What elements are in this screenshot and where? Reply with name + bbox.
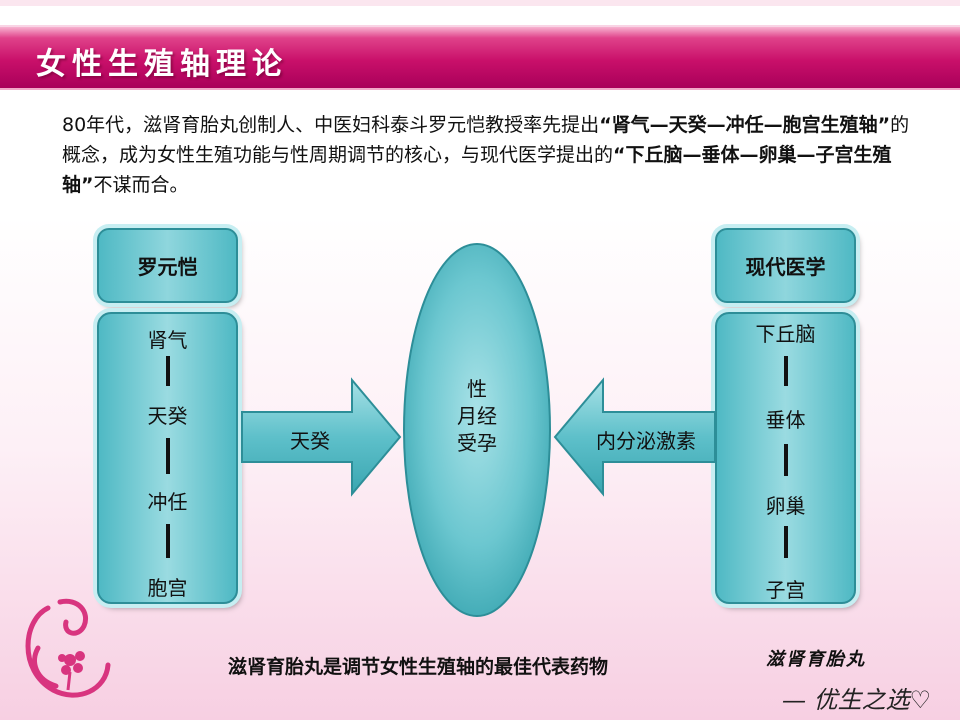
left-item-uterus: 胞宫 <box>147 576 188 600</box>
brand-slogan: — 优生之选♡ <box>782 686 932 714</box>
right-axis-column: 下丘脑 垂体 卵巢 子宫 <box>715 312 856 604</box>
right-arrow-label: 内分泌激素 <box>596 429 696 453</box>
left-connector-3 <box>165 524 170 558</box>
page-title: 女性生殖轴理论 <box>36 47 288 82</box>
right-item-hypothalamus: 下丘脑 <box>755 322 816 346</box>
center-labels: 性 月经 受孕 <box>420 376 534 457</box>
left-item-tiangui: 天癸 <box>147 404 188 428</box>
brand-name: 滋肾育胎丸 <box>766 649 866 670</box>
right-header-box: 现代医学 <box>715 228 856 303</box>
right-item-ovary: 卵巢 <box>765 494 806 518</box>
left-item-kidney-qi: 肾气 <box>147 328 188 352</box>
center-label-sex: 性 <box>467 377 487 401</box>
left-header-label: 罗元恺 <box>137 255 198 279</box>
right-connector-1 <box>783 356 788 386</box>
intro-part-2: 的概念，成为女性生殖功能与性周期调节的核心，与现代医学提出的 <box>62 114 910 166</box>
title-banner: 女性生殖轴理论 <box>0 25 960 90</box>
center-label-menstruation: 月经 <box>457 404 497 428</box>
left-connector-1 <box>165 356 170 386</box>
left-header-box: 罗元恺 <box>97 228 238 303</box>
left-connector-2 <box>165 438 170 474</box>
center-label-conception: 受孕 <box>457 431 497 455</box>
intro-part-3: 不谋而合。 <box>93 174 189 196</box>
left-item-chongren: 冲任 <box>147 490 188 514</box>
intro-paragraph: 80年代，滋肾育胎丸创制人、中医妇科泰斗罗元恺教授率先提出“肾气—天癸—冲任—胞… <box>62 110 926 200</box>
intro-quote-modern-axis: “下丘脑—垂体—卵巢—子宫生殖轴” <box>62 144 892 196</box>
intro-part-1: 80年代，滋肾育胎丸创制人、中医妇科泰斗罗元恺教授率先提出 <box>62 114 600 136</box>
intro-quote-tcm-axis: “肾气—天癸—冲任—胞宫生殖轴” <box>599 114 891 136</box>
left-arrow-label: 天癸 <box>290 429 330 453</box>
left-axis-column: 肾气 天癸 冲任 胞宫 <box>97 312 238 604</box>
top-accent-line <box>0 0 960 6</box>
right-connector-3 <box>783 526 788 558</box>
right-connector-2 <box>783 444 788 476</box>
mother-child-logo-icon <box>25 598 111 698</box>
right-item-uterus: 子宫 <box>765 578 806 602</box>
footer-statement: 滋肾育胎丸是调节女性生殖轴的最佳代表药物 <box>228 656 609 678</box>
right-item-pituitary: 垂体 <box>765 408 806 432</box>
right-header-label: 现代医学 <box>745 255 826 279</box>
